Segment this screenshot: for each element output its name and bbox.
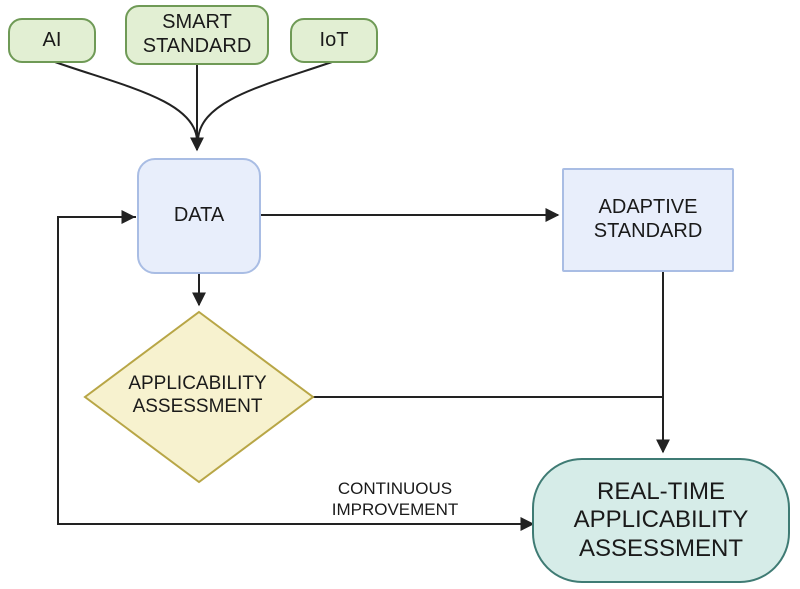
node-adaptive-standard: ADAPTIVE STANDARD [562, 168, 734, 272]
edge-label-continuous-improvement: CONTINUOUS IMPROVEMENT [331, 479, 459, 520]
node-realtime-label: REAL-TIME APPLICABILITY ASSESSMENT [573, 478, 749, 562]
node-realtime-applicability-assessment: REAL-TIME APPLICABILITY ASSESSMENT [532, 458, 790, 583]
applicability-diamond [83, 310, 315, 484]
node-iot-label: IoT [319, 28, 349, 51]
node-smart-standard: SMART STANDARD [125, 5, 269, 65]
edge-ai-to-data [54, 61, 198, 141]
node-applicability-assessment-label: APPLICABILITY ASSESSMENT [128, 373, 267, 418]
node-data: DATA [137, 158, 261, 274]
node-ai: AI [8, 18, 96, 63]
node-iot: IoT [290, 18, 378, 63]
node-smart-standard-label: SMART STANDARD [142, 11, 252, 57]
edge-iot-to-data [197, 61, 333, 141]
node-data-label: DATA [173, 204, 225, 227]
node-ai-label: AI [42, 28, 62, 51]
node-adaptive-standard-label: ADAPTIVE STANDARD [593, 196, 703, 242]
